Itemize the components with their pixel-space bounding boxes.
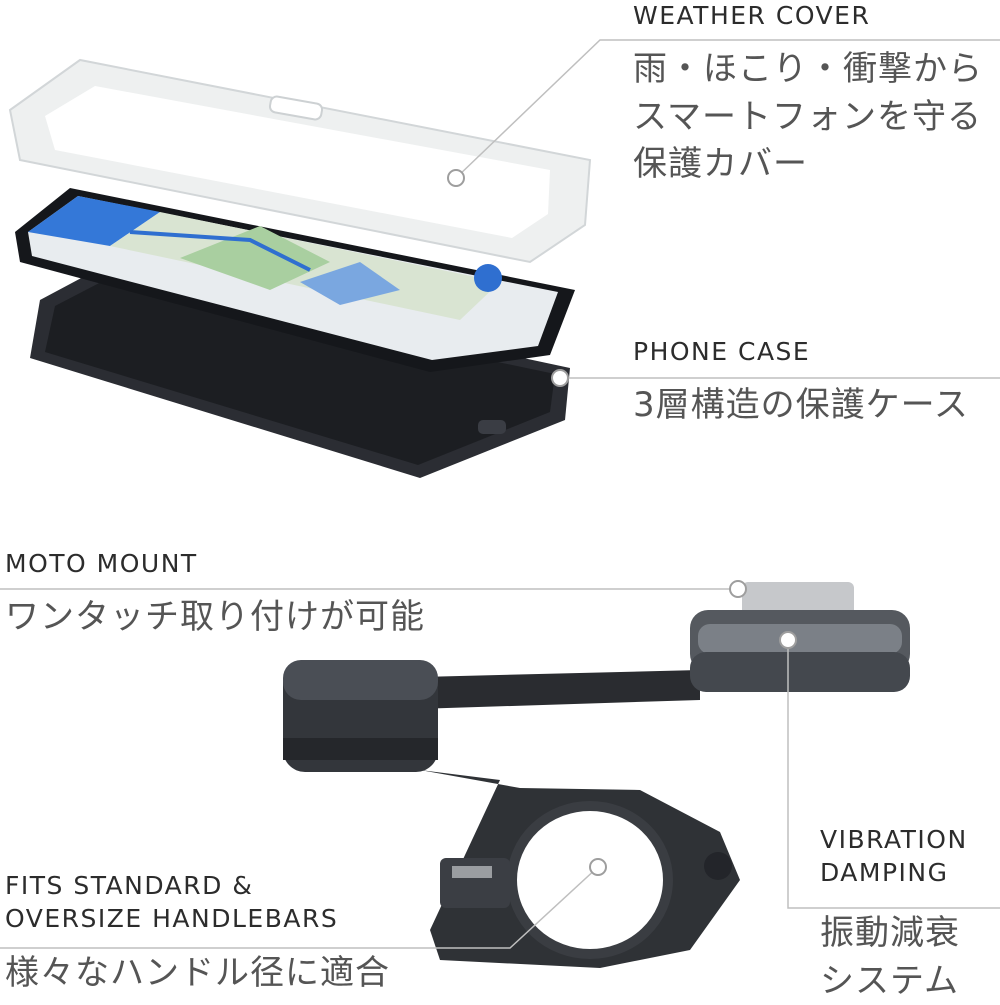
dot-phone-case (551, 369, 569, 387)
weather-cover-title: WEATHER COVER (633, 1, 871, 30)
vibration-damping-illustration (690, 582, 910, 692)
moto-mount-title: MOTO MOUNT (5, 549, 198, 578)
dot-handlebars (589, 858, 607, 876)
leader-vibration (787, 640, 1000, 909)
handlebars-title: FITS STANDARD & OVERSIZE HANDLEBARS (5, 871, 339, 933)
leader-dots (447, 169, 797, 876)
leader-handlebars (0, 866, 599, 949)
moto-mount-illustration (283, 660, 700, 772)
dot-vibration (779, 631, 797, 649)
moto-mount-description: ワンタッチ取り付けが可能 (5, 597, 425, 637)
weather-cover-description: 雨・ほこり・衝撃から スマートフォンを守る 保護カバー (633, 49, 983, 185)
smartphone-illustration (15, 188, 575, 372)
vibration-damping-title: VIBRATION DAMPING (820, 825, 968, 887)
leader-weather-cover (455, 39, 1000, 179)
dot-moto-mount (729, 580, 747, 598)
handlebar-clamp-illustration (420, 770, 740, 968)
dot-weather-cover (447, 169, 465, 187)
phone-case-title: PHONE CASE (633, 337, 811, 366)
handlebars-description: 様々なハンドル径に適合 (5, 953, 390, 993)
leader-lines (0, 39, 1000, 949)
vibration-damping-description: 振動減衰 システム (820, 913, 960, 1001)
phone-case-illustration (30, 268, 570, 478)
weather-cover-illustration (8, 58, 592, 264)
phone-case-description: 3層構造の保護ケース (633, 385, 969, 425)
